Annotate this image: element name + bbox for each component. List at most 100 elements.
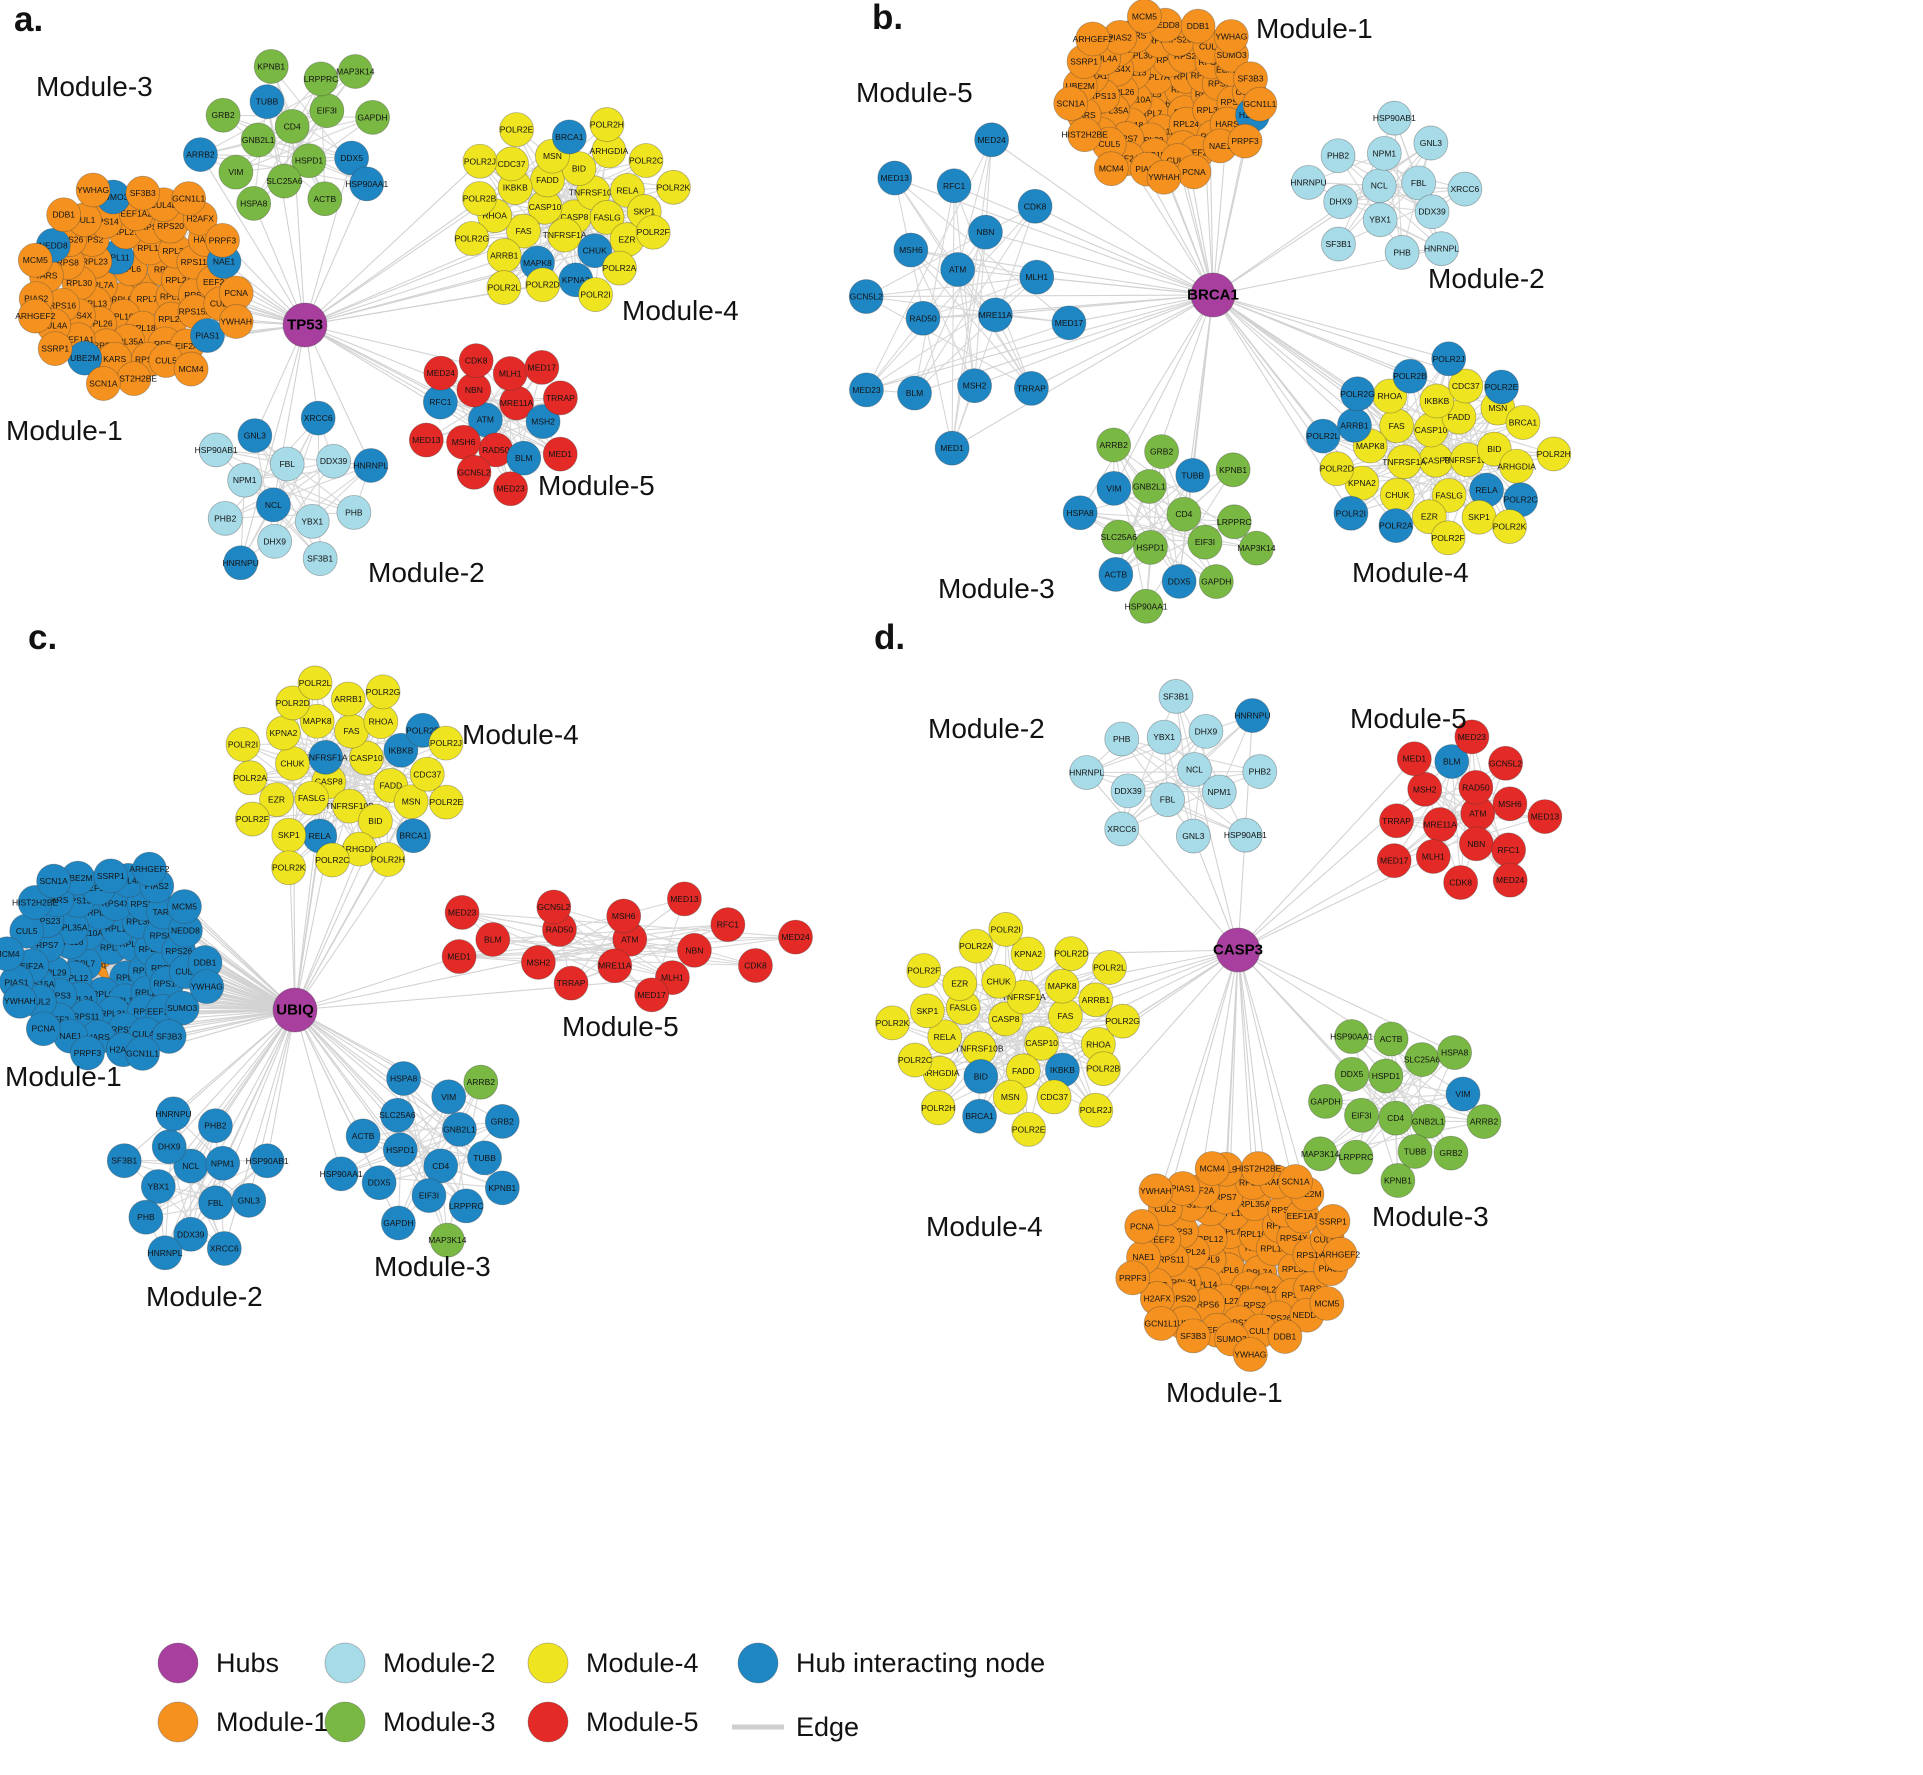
node-PRPF3: PRPF3 xyxy=(205,222,240,258)
node-MED17: MED17 xyxy=(634,977,670,1013)
gene-node-circle xyxy=(1188,713,1224,749)
gene-node-circle xyxy=(1291,165,1326,200)
gene-node-circle xyxy=(237,418,273,453)
node-TUBB: TUBB xyxy=(1175,458,1211,493)
gene-node-circle xyxy=(499,112,534,148)
gene-node-circle xyxy=(597,948,633,984)
hub-edge xyxy=(1212,142,1432,296)
edge xyxy=(1337,155,1466,190)
node-XRCC6: XRCC6 xyxy=(1447,171,1483,207)
gene-node-circle xyxy=(463,1064,499,1100)
node-SCN1A: SCN1A xyxy=(85,366,121,401)
edge xyxy=(570,924,729,984)
gene-node-circle xyxy=(1006,979,1042,1015)
gene-node-circle xyxy=(334,713,369,749)
node-GCN5L2: GCN5L2 xyxy=(456,454,492,490)
edge xyxy=(1113,487,1217,582)
gene-node-circle xyxy=(85,366,121,401)
gene-node-circle xyxy=(1096,470,1132,506)
edge xyxy=(1390,1038,1416,1152)
hub-edge xyxy=(927,949,1239,1012)
node-BLM: BLM xyxy=(897,375,932,411)
node-YWHAH: YWHAH xyxy=(1138,1173,1174,1209)
node-MED23: MED23 xyxy=(493,471,528,507)
node-MCM5: MCM5 xyxy=(167,889,202,924)
node-PHB2: PHB2 xyxy=(207,500,243,536)
edge xyxy=(1113,487,1206,543)
node-PHB2: PHB2 xyxy=(1242,754,1278,789)
hub-edge xyxy=(866,294,1214,391)
gene-node-circle xyxy=(1527,799,1563,834)
hub-edge xyxy=(199,154,306,326)
gene-node-circle xyxy=(486,270,522,305)
gene-node-circle xyxy=(1242,86,1278,122)
edge xyxy=(440,401,561,455)
edge xyxy=(914,276,1038,394)
node-LRPPRC: LRPPRC xyxy=(303,61,339,97)
node-DHX9: DHX9 xyxy=(1323,184,1359,220)
gene-node-circle xyxy=(218,304,254,339)
gene-node-circle xyxy=(1322,1236,1358,1272)
gene-node-circle xyxy=(992,1079,1028,1115)
gene-node-circle xyxy=(269,446,305,482)
hub-label: TP53 xyxy=(287,317,323,334)
node-BRCA1: BRCA1 xyxy=(962,1098,997,1134)
hub-edge xyxy=(123,1009,296,1162)
edge xyxy=(1080,512,1235,523)
gene-node-circle xyxy=(1397,1134,1433,1169)
hub-edge xyxy=(214,1009,296,1127)
node-HSP90AA1: HSP90AA1 xyxy=(320,1156,363,1192)
node-POLR2D: POLR2D xyxy=(525,267,561,303)
gene-node-circle xyxy=(458,343,494,379)
gene-node-circle xyxy=(988,912,1024,947)
gene-node-circle xyxy=(1380,1163,1416,1198)
node-FAS: FAS xyxy=(1047,998,1083,1034)
node-CDK8: CDK8 xyxy=(458,343,494,379)
gene-node-circle xyxy=(506,440,542,476)
node-SF3B3: SF3B3 xyxy=(125,175,161,211)
node-HSP90AB1: HSP90AB1 xyxy=(1373,100,1416,136)
node-POLR2C: POLR2C xyxy=(314,842,350,878)
gene-node-circle xyxy=(1484,369,1519,405)
node-MSH6: MSH6 xyxy=(893,232,929,268)
gene-node-circle xyxy=(1187,524,1223,560)
module-label-b-Module-1: Module-1 xyxy=(1256,13,1373,44)
gene-node-circle xyxy=(198,432,234,468)
node-GNL3: GNL3 xyxy=(1175,818,1211,854)
gene-node-circle xyxy=(1017,188,1053,224)
edge xyxy=(866,276,1037,298)
node-MED17: MED17 xyxy=(1051,305,1087,341)
node-NBN: NBN xyxy=(456,372,492,408)
edge xyxy=(910,249,1037,278)
module-label-c-Module-4: Module-4 xyxy=(462,719,579,750)
node-CDC37: CDC37 xyxy=(409,756,445,792)
panel-a: UbiqRPL5RPL6RPL7RPL7ARPL9RPL10ARPL11RPL1… xyxy=(6,0,739,588)
gene-node-circle xyxy=(551,119,587,155)
edge xyxy=(1086,771,1220,793)
gene-node-circle xyxy=(361,1165,397,1201)
gene-node-circle xyxy=(1448,368,1484,404)
gene-node-circle xyxy=(37,331,73,367)
gene-node-circle xyxy=(1013,370,1049,406)
gene-node-circle xyxy=(1104,721,1140,757)
legend-label: Module-3 xyxy=(383,1707,496,1737)
gene-node-circle xyxy=(1150,782,1186,818)
gene-node-circle xyxy=(1144,434,1180,470)
node-DDX39: DDX39 xyxy=(1110,773,1146,809)
node-MSH2: MSH2 xyxy=(957,368,992,404)
node-MED13: MED13 xyxy=(408,422,444,458)
gene-node-circle xyxy=(1323,184,1359,220)
gene-node-circle xyxy=(1075,21,1111,57)
gene-node-circle xyxy=(1309,1285,1345,1321)
edge xyxy=(959,983,1099,1045)
gene-node-circle xyxy=(1413,125,1449,161)
legend-label: Hubs xyxy=(216,1648,279,1678)
node-POLR2A: POLR2A xyxy=(1378,508,1414,544)
hub-edge xyxy=(1068,294,1214,324)
node-POLR2I: POLR2I xyxy=(225,727,261,762)
node-HSPA8: HSPA8 xyxy=(386,1061,422,1096)
gene-node-circle xyxy=(1067,117,1103,153)
module-label-a-Module-5: Module-5 xyxy=(538,470,655,501)
node-GNL3: GNL3 xyxy=(237,418,273,453)
node-NPM1: NPM1 xyxy=(227,462,263,498)
